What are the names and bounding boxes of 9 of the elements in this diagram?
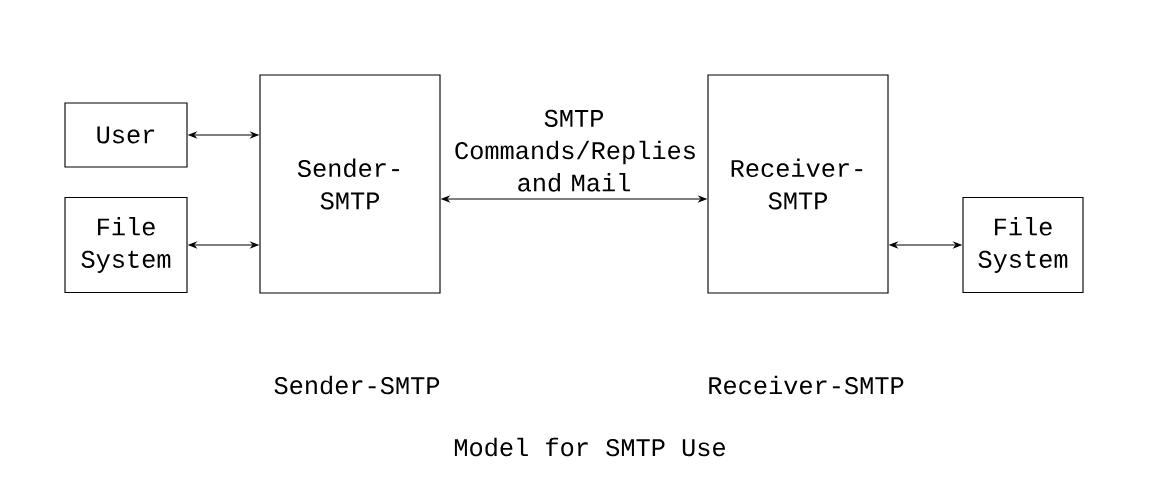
system-box: File System	[962, 196, 1084, 294]
system-label: Sender-SMTP	[274, 375, 440, 395]
caption: Model for SMTP Use	[454, 437, 725, 457]
system-box: Receiver-SMTP	[707, 74, 889, 294]
system-box: File System	[64, 196, 188, 294]
edge-label: SMTP Commands/Replies and Mail	[452, 108, 696, 194]
system-box: User	[64, 102, 188, 168]
system-label: Receiver-SMTP	[709, 375, 904, 395]
system-box: Sender-SMTP	[259, 74, 441, 294]
